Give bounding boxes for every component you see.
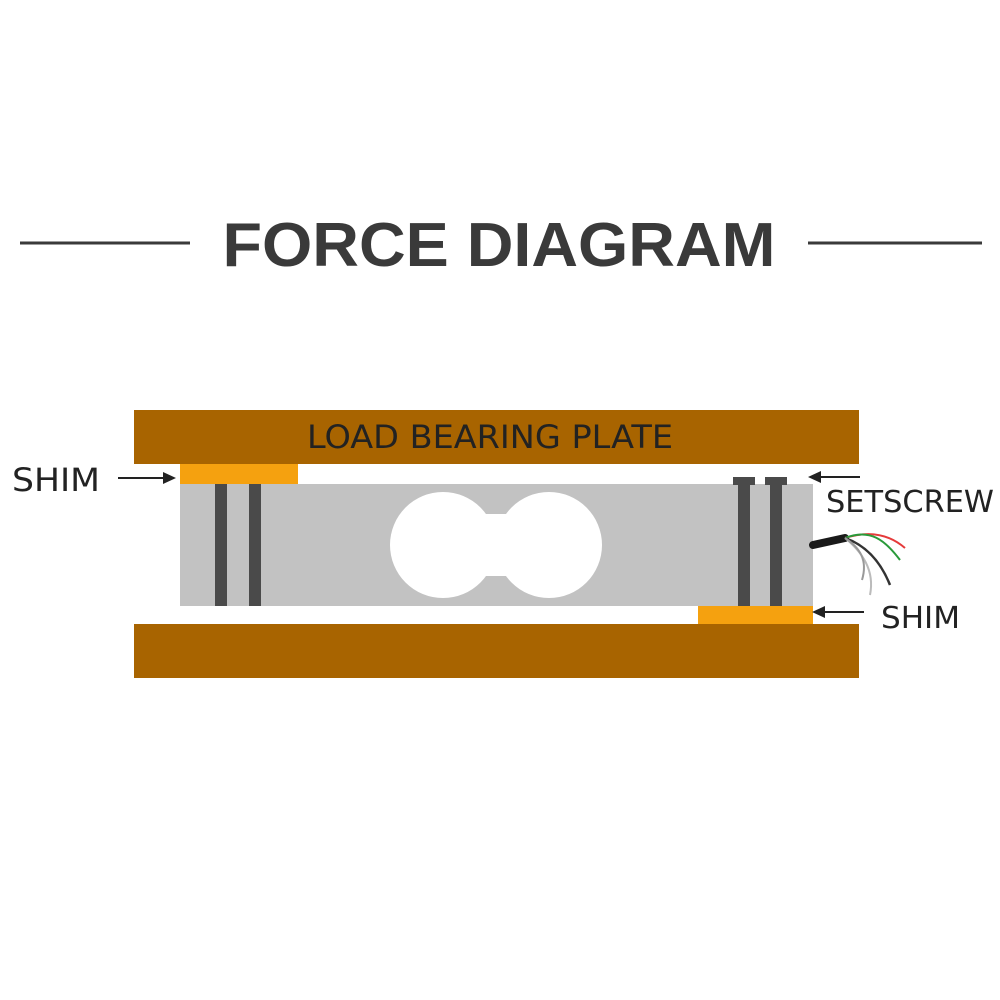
left-bolt-1 (215, 484, 227, 606)
setscrew-head-1 (733, 477, 755, 485)
shim-label-right: SHIM (881, 601, 960, 636)
diagram-title: FORCE DIAGRAM (223, 211, 776, 280)
arrow-icon-shim-left (118, 472, 176, 484)
right-bolt-1 (738, 484, 750, 606)
right-bolt-2 (770, 484, 782, 606)
right-shim (698, 606, 813, 624)
setscrew-label: SETSCREW (826, 485, 994, 520)
arrow-icon-shim-right (812, 606, 864, 618)
setscrew-head-2 (765, 477, 787, 485)
binocular-hole (390, 492, 602, 598)
left-bolt-2 (249, 484, 261, 606)
arrow-icon-setscrew (808, 471, 860, 483)
left-shim (180, 464, 298, 484)
hole-bridge (443, 514, 549, 576)
top-load-bearing-plate (134, 410, 859, 464)
bottom-plate (134, 624, 859, 678)
plate-label: LOAD BEARING PLATE (307, 418, 673, 456)
cable-icon (809, 533, 906, 596)
shim-label-left: SHIM (12, 461, 100, 499)
